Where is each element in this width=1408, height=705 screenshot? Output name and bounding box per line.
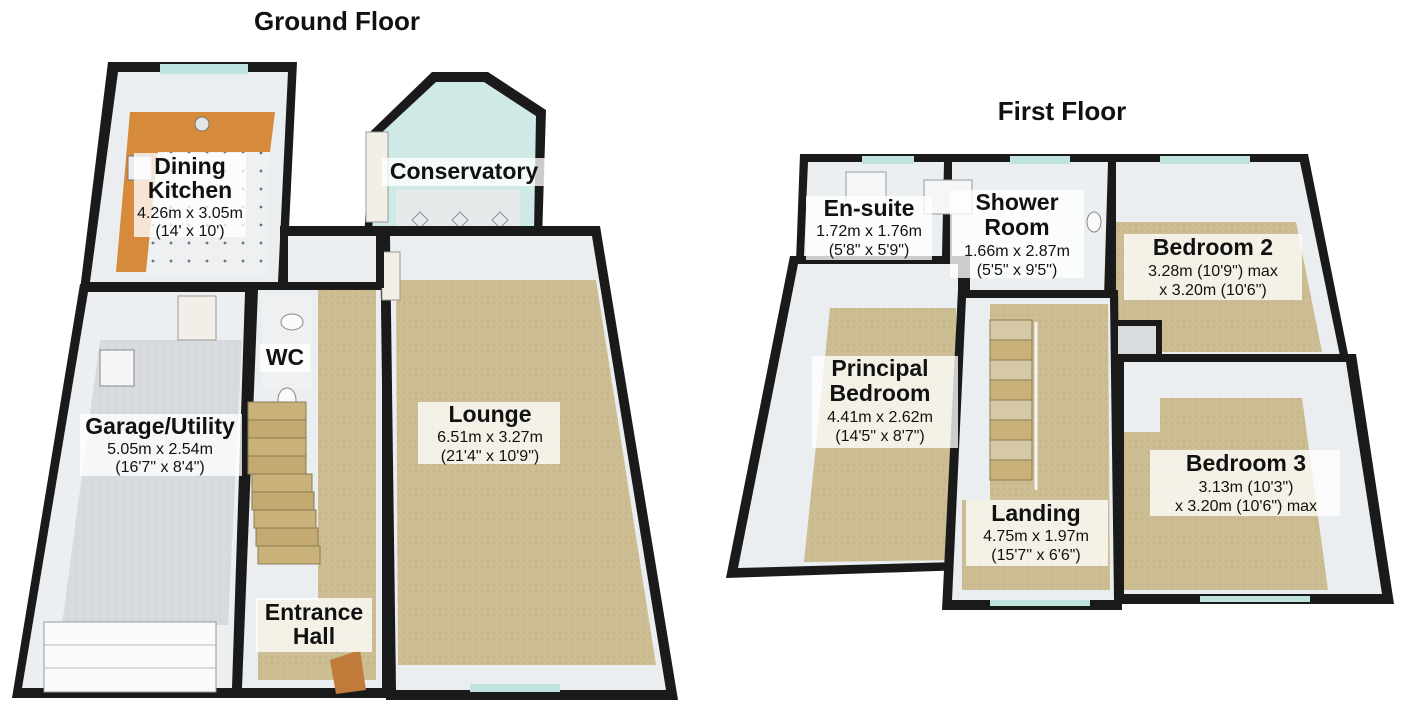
wc-basin-icon (280, 313, 304, 331)
room-label-shower: Shower (975, 189, 1058, 215)
room-label: En-suite (824, 195, 915, 221)
room-label: Landing (991, 500, 1080, 526)
hall-floor (258, 290, 376, 680)
room-label-room: Room (984, 214, 1049, 240)
room-dims: 4.41m x 2.62m (827, 409, 933, 426)
room-label: Lounge (448, 401, 531, 427)
room-entrance-hall (232, 282, 392, 698)
room-label: Garage/Utility (85, 413, 235, 439)
room-label: Bedroom 2 (1153, 234, 1273, 260)
rear-lobby-inner (288, 236, 376, 282)
bedroom2-window (1160, 156, 1250, 164)
first-floor-stairs (989, 319, 1033, 481)
room-garage-utility (12, 284, 252, 698)
room-label: WC (266, 344, 304, 370)
room-dims: 6.51m x 3.27m (437, 429, 543, 446)
lounge-floor (396, 280, 656, 665)
garage-internal-door (177, 295, 217, 341)
room-label: Conservatory (390, 158, 538, 184)
ground-floor-title: Ground Floor (254, 6, 420, 36)
room-label: Bedroom 3 (1186, 450, 1306, 476)
room-dims-imperial: (21'4" x 10'9") (441, 448, 539, 465)
room-dims: 3.28m (10'9") max (1148, 263, 1278, 280)
en-suite-window (862, 156, 914, 164)
room-dims-imperial: x 3.20m (10'6") (1159, 282, 1266, 299)
room-dims: 3.13m (10'3") (1199, 479, 1294, 496)
room-dims: 1.72m x 1.76m (816, 223, 922, 240)
garage-door (43, 621, 217, 693)
first-floor: First Floor (726, 96, 1394, 610)
shower-room-window (1010, 156, 1070, 164)
room-label-dining: Dining (154, 153, 226, 179)
room-dims: 1.66m x 2.87m (964, 243, 1070, 260)
kitchen-window (160, 64, 248, 74)
ground-floor: Ground Floor (12, 6, 678, 700)
wc-floor (262, 294, 312, 390)
room-dims-imperial: (14' x 10') (155, 223, 224, 240)
landing-window (990, 600, 1090, 606)
room-dims-imperial: (5'8" x 5'9") (829, 242, 910, 259)
room-label-kitchen: Kitchen (148, 177, 232, 203)
first-floor-labels: En-suite 1.72m x 1.76m (5'8" x 5'9") Sho… (806, 189, 1340, 566)
ground-stairs (247, 401, 321, 565)
first-floor-title: First Floor (998, 96, 1127, 126)
bedroom3-window (1200, 596, 1310, 602)
room-label-bedroom: Bedroom (830, 380, 931, 406)
room-label-entrance: Entrance (265, 599, 363, 625)
lounge-door (381, 251, 401, 301)
lounge-window (470, 684, 560, 692)
room-label-principal: Principal (831, 355, 928, 381)
room-conservatory (364, 72, 546, 240)
room-dims-imperial: (15'7" x 6'6") (991, 547, 1081, 564)
garage-floor (62, 340, 242, 625)
room-label-hall: Hall (293, 623, 335, 649)
room-dims: 4.26m x 3.05m (137, 205, 243, 222)
ground-labels: Dining Kitchen 4.26m x 3.05m (14' x 10')… (80, 153, 560, 652)
utility-sink-icon (99, 349, 135, 387)
room-dims: 4.75m x 1.97m (983, 528, 1089, 545)
room-dims-imperial: (5'5" x 9'5") (977, 262, 1058, 279)
sink-icon (194, 116, 210, 132)
basin-icon (1086, 211, 1102, 233)
front-door (330, 650, 366, 694)
room-dims-imperial: (16'7" x 8'4") (115, 459, 205, 476)
conservatory-floor (396, 190, 520, 228)
room-dims-imperial: (14'5" x 8'7") (835, 428, 925, 445)
room-dims: 5.05m x 2.54m (107, 441, 213, 458)
room-dims-imperial: x 3.20m (10'6") max (1175, 498, 1317, 515)
